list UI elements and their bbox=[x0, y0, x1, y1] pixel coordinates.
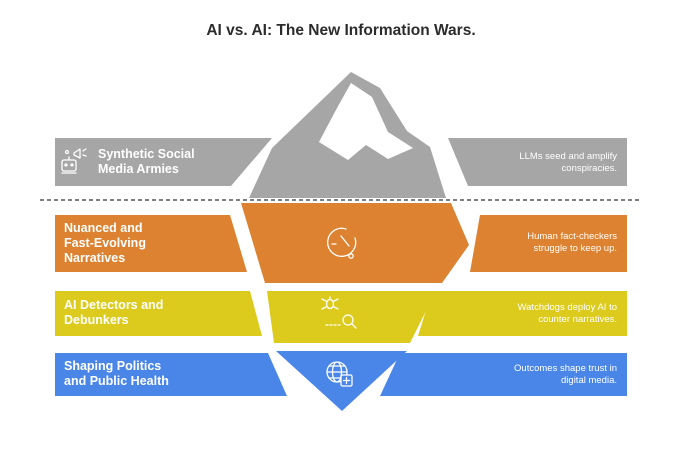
band-detectors-left bbox=[55, 291, 262, 336]
bug-magnifier-icon bbox=[321, 296, 357, 329]
layer-description-detectors: Watchdogs deploy AI to counter narrative… bbox=[517, 302, 617, 325]
band-politics-right bbox=[380, 353, 627, 396]
layer-label-synthetic: Synthetic Social Media Armies bbox=[98, 147, 195, 176]
layer-label-narratives: Nuanced and Fast-Evolving Narratives bbox=[64, 221, 146, 265]
iceberg-tip-snow bbox=[319, 83, 413, 160]
layer-label-detectors: AI Detectors and Debunkers bbox=[64, 298, 164, 327]
globe-plus-icon bbox=[326, 361, 353, 387]
band-narratives-left bbox=[55, 215, 247, 272]
iceberg-layer-narratives bbox=[241, 203, 469, 283]
clock-speed-icon bbox=[327, 227, 357, 259]
band-detectors-right bbox=[418, 291, 627, 336]
band-narratives-right bbox=[470, 215, 627, 272]
layer-description-synthetic: LLMs seed and amplify conspiracies. bbox=[519, 151, 617, 174]
layer-label-politics: Shaping Politics and Public Health bbox=[64, 359, 169, 388]
band-synthetic-right bbox=[448, 138, 627, 186]
layer-description-politics: Outcomes shape trust in digital media. bbox=[514, 363, 617, 386]
page-title: AI vs. AI: The New Information Wars. bbox=[206, 22, 476, 39]
band-politics-left bbox=[55, 353, 287, 396]
band-synthetic-left bbox=[55, 138, 272, 186]
layer-description-narratives: Human fact-checkers struggle to keep up. bbox=[527, 231, 617, 254]
robot-megaphone-icon bbox=[61, 148, 87, 174]
